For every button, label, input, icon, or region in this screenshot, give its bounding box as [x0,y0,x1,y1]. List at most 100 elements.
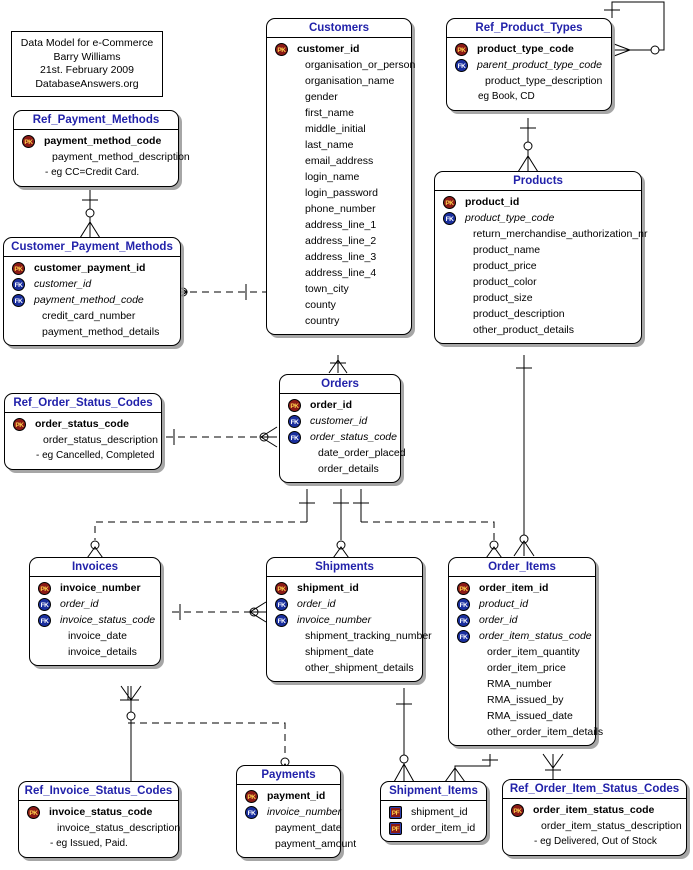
attribute-name: product_id [465,196,520,208]
attribute-row: eg Book, CD [447,89,611,105]
diagram-site: DatabaseAnswers.org [35,77,139,90]
attribute-name: phone_number [305,203,376,215]
attribute-name: address_line_1 [305,219,377,231]
attribute-row: - eg Issued, Paid. [19,836,178,852]
rel-invoices-shipments [172,601,267,623]
attribute-name: payment_amount [275,838,357,850]
attribute-row: address_line_4 [267,265,411,281]
attribute-name: invoice_details [68,646,137,658]
foreign-key-icon: FK [455,59,468,72]
attribute-name: payment_id [267,790,326,802]
attribute-row: organisation_name [267,73,411,89]
attribute-name: payment_method_code [44,135,162,147]
attribute-name: order_item_id [411,822,476,834]
entity-title-ref-order-status-codes: Ref_Order_Status_Codes [5,394,161,413]
entity-title-shipment-items: Shipment_Items [381,782,486,801]
attribute-name: customer_id [34,278,92,290]
rel-products-orderitems [513,355,535,557]
attribute-name: order_status_description [43,434,158,446]
attribute-row: RMA_issued_by [449,692,595,708]
primary-key-icon: PK [22,135,35,148]
foreign-key-icon: FK [275,614,288,627]
attribute-row: product_price [435,258,641,274]
attribute-row: product_size [435,290,641,306]
primary-key-icon: PK [38,582,51,595]
attribute-row: payment_date [237,820,342,836]
attribute-name: organisation_or_person [305,59,416,71]
entity-title-customer-payment-methods: Customer_Payment_Methods [4,238,180,257]
foreign-key-icon: FK [457,598,470,611]
attribute-name: invoice_status_code [60,614,156,626]
primary-key-icon: PK [443,196,456,209]
attribute-name: customer_id [297,43,360,55]
attribute-list-ref-payment-methods: PK payment_method_code payment_method_desc… [14,130,190,186]
attribute-name: date_order_placed [318,447,406,459]
attribute-row: address_line_2 [267,233,411,249]
attribute-name: first_name [305,107,355,119]
foreign-key-icon: FK [12,294,25,307]
attribute-name: invoice_status_code [49,806,153,818]
foreign-key-icon: FK [457,630,470,643]
primary-key-icon: PK [455,43,468,56]
primary-key-icon: PK [27,806,40,819]
rel-orders-orderitems [353,489,505,562]
attribute-name: order_item_quantity [487,646,580,658]
entity-title-products: Products [435,172,641,191]
attribute-row: shipment_tracking_number [267,628,432,644]
attribute-row: address_line_1 [267,217,411,233]
diagram-author: Barry Williams [53,50,121,63]
attribute-name: address_line_3 [305,251,377,263]
attribute-name: gender [305,91,338,103]
attribute-name: customer_payment_id [34,262,146,274]
attribute-row: county [267,297,411,313]
attribute-name: order_item_status_code [479,630,592,642]
attribute-row: payment_method_details [4,324,180,340]
attribute-row: order_item_quantity [449,644,595,660]
attribute-name: shipment_id [297,582,359,594]
foreign-key-icon: FK [443,212,456,225]
attribute-row: invoice_date [30,628,160,644]
primary-key-icon: PK [288,399,301,412]
attribute-name: invoice_number [297,614,372,626]
attribute-name: order_item_status_description [541,820,682,832]
rel-orderitems-shipmentitems [444,754,498,783]
attribute-row: PK order_id [280,397,400,413]
attribute-row: login_password [267,185,411,201]
primary-key-icon: PK [275,582,288,595]
entity-title-payments: Payments [237,766,340,785]
entity-title-ref-payment-methods: Ref_Payment_Methods [14,111,178,130]
attribute-name: other_shipment_details [305,662,414,674]
attribute-name: order_id [310,399,353,411]
primary-key-icon: PK [457,582,470,595]
rel-refproducttypes-self [604,1,665,57]
primary-key-icon: PK [13,418,26,431]
entity-title-customers: Customers [267,19,411,38]
attribute-row: payment_method_description [14,149,190,165]
attribute-name: shipment_tracking_number [305,630,432,642]
